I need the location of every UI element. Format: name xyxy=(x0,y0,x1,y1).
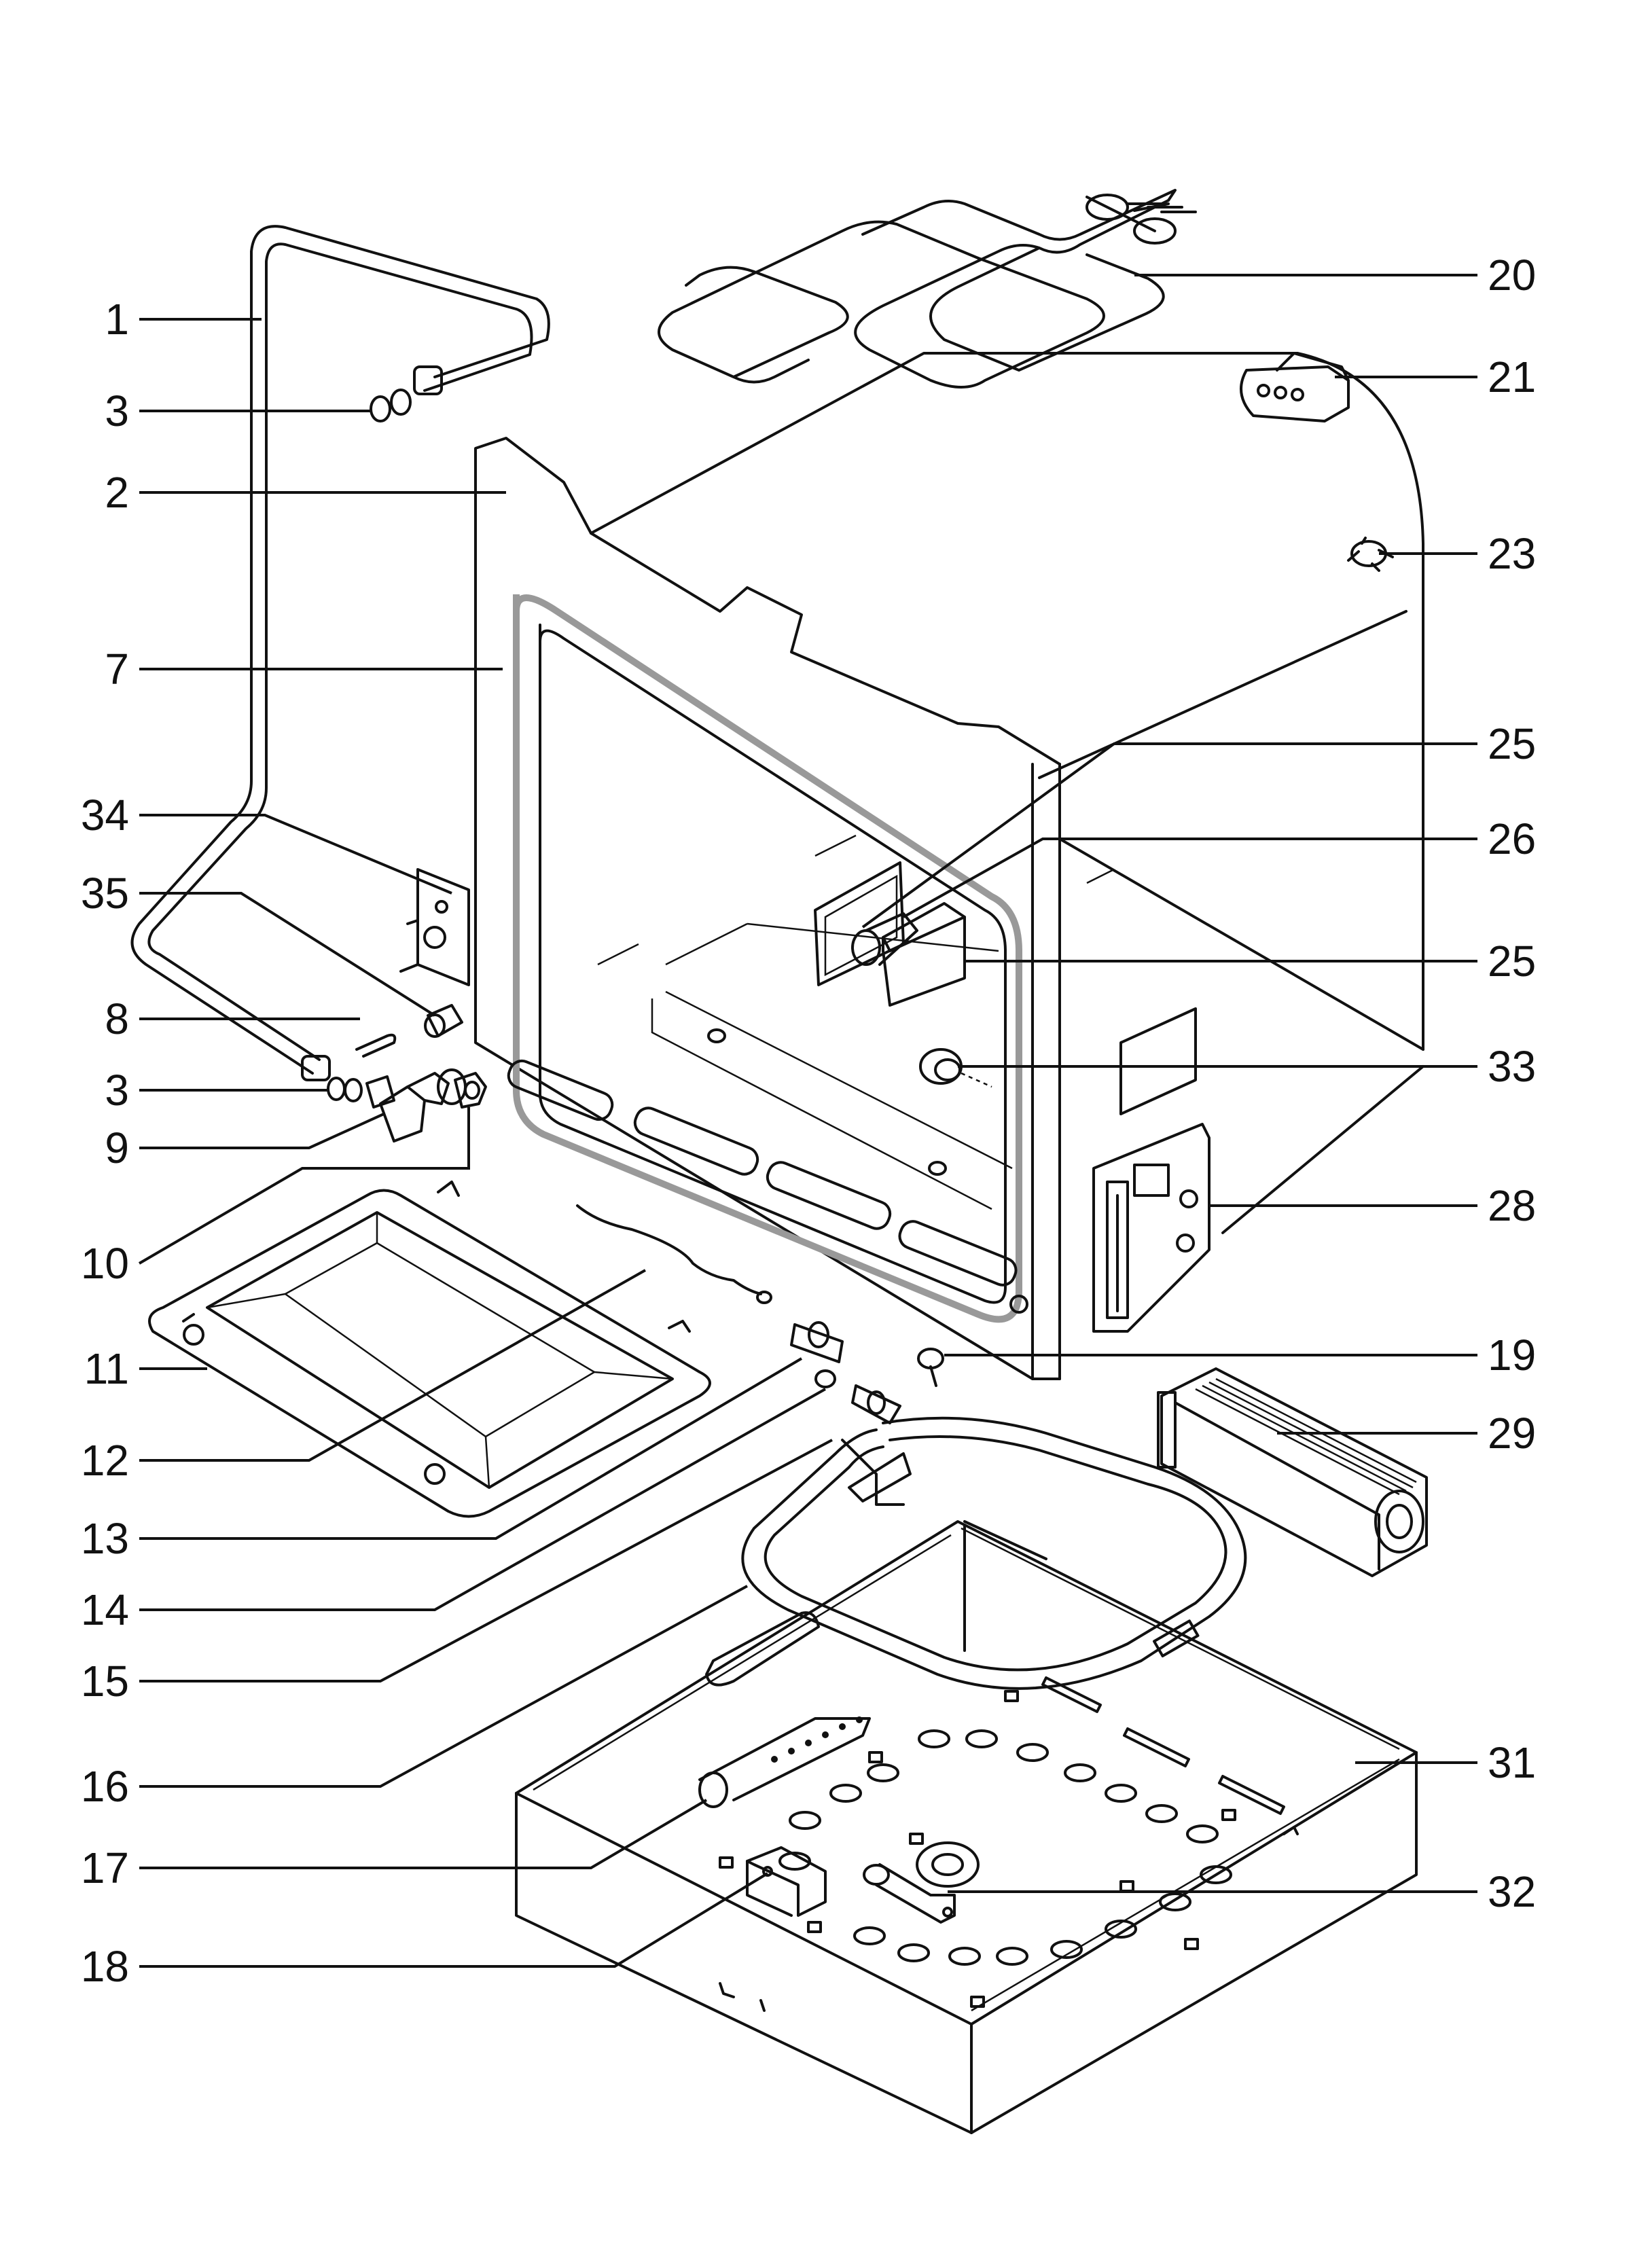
callout-20: 20 xyxy=(1488,251,1536,300)
callout-13: 13 xyxy=(81,1514,129,1563)
part-20-grill-element xyxy=(658,189,1197,389)
part-35-fitting xyxy=(424,1004,463,1038)
callout-21: 21 xyxy=(1488,353,1536,401)
part-8-pin xyxy=(355,1033,397,1058)
callout-29: 29 xyxy=(1488,1409,1536,1458)
callout-34: 34 xyxy=(81,791,129,840)
part-21-connector-block xyxy=(1240,352,1350,422)
part-17-burner-tube xyxy=(698,1716,871,1808)
callout-8: 8 xyxy=(105,994,129,1043)
callout-7: 7 xyxy=(105,645,129,694)
callout-1: 1 xyxy=(105,295,129,344)
callout-18: 18 xyxy=(81,1942,129,1991)
part-29-tangential-fan xyxy=(1157,1367,1428,1577)
part-33-lens xyxy=(919,1048,992,1088)
part-25-26-lamp-assembly xyxy=(814,861,966,1007)
part-18-bracket xyxy=(746,1846,827,1917)
part-3-9-10-connectors xyxy=(327,1068,487,1142)
callout-23: 23 xyxy=(1488,529,1536,578)
callout-31: 31 xyxy=(1488,1738,1536,1787)
callout-3-top: 3 xyxy=(105,386,129,435)
part-13-14-15-injector-fittings xyxy=(790,1321,901,1424)
callout-32: 32 xyxy=(1488,1867,1536,1916)
callout-33: 33 xyxy=(1488,1042,1536,1091)
callout-9: 9 xyxy=(105,1123,129,1172)
callout-35: 35 xyxy=(81,869,129,918)
part-3-o-rings-top xyxy=(370,389,412,422)
callout-2: 2 xyxy=(105,468,129,517)
part-31-burner-base xyxy=(515,1520,1418,2134)
part-16-burner-ring xyxy=(705,1416,1247,1690)
part-34-mounting-plate xyxy=(399,868,470,986)
callout-26: 26 xyxy=(1488,814,1536,863)
callout-19: 19 xyxy=(1488,1331,1536,1380)
callout-25-top: 25 xyxy=(1488,719,1536,768)
callout-3-bottom: 3 xyxy=(105,1066,129,1115)
callout-17: 17 xyxy=(81,1843,129,1892)
callout-10: 10 xyxy=(81,1239,129,1288)
callout-12: 12 xyxy=(81,1436,129,1485)
callout-11: 11 xyxy=(84,1344,129,1393)
callout-labels: 1 3 2 7 34 35 8 3 9 10 11 12 13 14 15 16… xyxy=(81,251,1536,1991)
part-1-lower-heating-element xyxy=(130,225,550,1081)
part-28-hinge-bracket xyxy=(1092,1123,1210,1333)
part-12-thermocouple xyxy=(576,1204,772,1304)
burner-port-ring xyxy=(778,1729,1232,1966)
callout-15: 15 xyxy=(81,1657,129,1706)
leader-lines xyxy=(138,274,1477,1968)
part-32-venturi xyxy=(863,1863,956,1924)
part-11-base-pan xyxy=(148,1181,711,1518)
callout-28: 28 xyxy=(1488,1181,1536,1230)
callout-25-bottom: 25 xyxy=(1488,937,1536,986)
callout-14: 14 xyxy=(81,1585,129,1634)
part-19-screw xyxy=(917,1348,944,1387)
callout-16: 16 xyxy=(81,1762,129,1811)
part-2-oven-cavity xyxy=(474,352,1424,1380)
